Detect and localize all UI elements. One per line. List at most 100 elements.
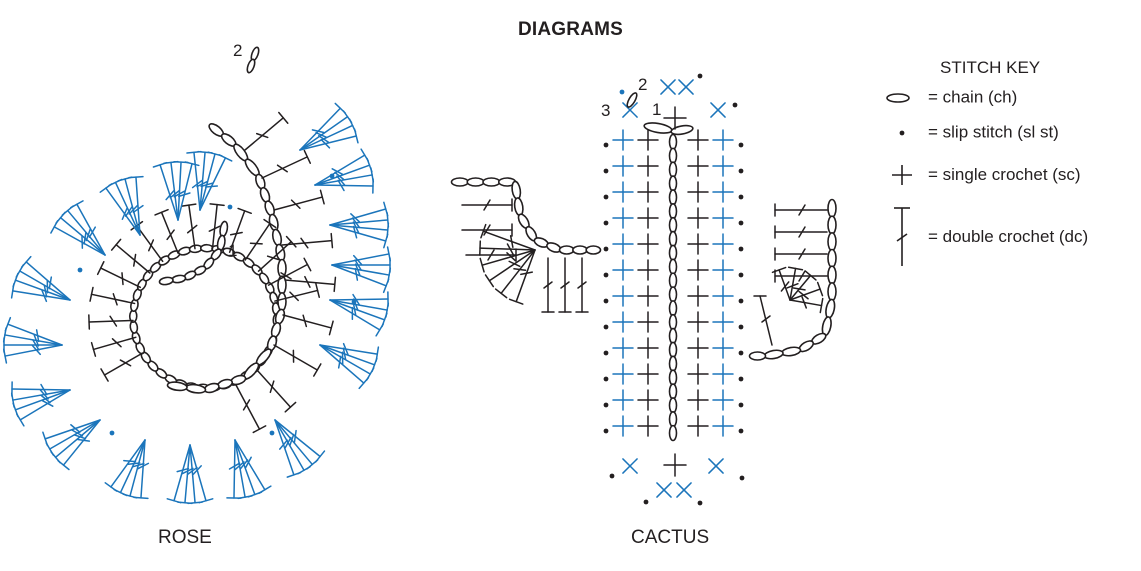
slip-stitch [77,267,83,273]
double-crochet [331,264,390,294]
double-crochet [256,369,297,413]
slip-stitch [619,89,625,95]
single-crochet [612,129,634,151]
dc-shell [42,419,101,471]
double-crochet [2,327,63,347]
slip-stitch [738,272,744,278]
double-crochet [771,266,791,301]
cactus-row-label-3: 3 [601,101,610,120]
double-crochet [480,223,536,251]
double-crochet [329,224,389,249]
rose-caption: ROSE [158,527,212,548]
chain-stitch [668,133,678,151]
double-crochet [273,344,322,377]
key-label-single-crochet: = single crochet (sc) [928,165,1081,184]
slip-stitch [738,402,744,408]
double-crochet [189,444,214,504]
chain-stitch [511,180,522,200]
single-crochet-icon [892,165,912,185]
dc-shell [10,255,71,303]
chain-stitch [668,424,678,442]
single-crochet [710,102,726,118]
slip-stitch [227,204,233,210]
chain-stitch [827,198,837,218]
double-crochet [284,275,337,293]
chain-stitch [668,203,678,220]
chain-stitch [219,220,229,238]
chain-stitch [466,177,485,187]
page-title: DIAGRAMS [517,19,624,40]
single-crochet [622,458,638,474]
chain-stitch [513,197,524,217]
double-crochet [70,200,106,256]
slip-stitch [351,299,357,305]
slip-stitch [329,173,335,179]
double-crochet [281,232,334,249]
slip-stitch [739,475,745,481]
single-crochet [637,337,659,359]
single-crochet [612,259,634,281]
single-crochet [687,129,709,151]
slip-stitch [603,194,609,200]
slip-stitch [738,376,744,382]
double-crochet [128,175,144,236]
double-crochet [257,235,297,272]
double-crochet [45,419,101,456]
single-crochet [637,207,659,229]
slip-stitch [738,168,744,174]
chain-stitch [668,313,678,331]
double-crochet [282,314,334,336]
single-crochet [637,155,659,177]
chain-stitch [572,245,588,255]
single-crochet [612,311,634,333]
double-crochet [575,257,589,313]
slip-stitch [738,428,744,434]
chain-stitch [668,410,678,428]
double-crochet [186,150,203,211]
double-crochet [494,249,536,299]
chain-stitch [827,232,837,252]
slip-stitch [738,220,744,226]
slip-stitch [738,194,744,200]
chain-stitch [166,381,188,392]
rose-diagram [2,46,392,505]
chain-stitch [258,272,270,285]
single-crochet [637,363,659,385]
slip-stitch [609,473,615,479]
double-crochet [267,257,312,286]
double-crochet [163,160,181,221]
double-crochet [299,128,359,151]
chain-stitch [203,382,220,394]
double-crochet [479,240,536,256]
slip-stitch [603,220,609,226]
double-crochet [261,149,312,179]
cactus-caption: CACTUS [631,527,710,548]
key-label-double-crochet: = double crochet (dc) [928,227,1089,246]
double-crochet [244,218,277,261]
slip-stitch [603,428,609,434]
dc-shell [2,316,63,364]
cactus-diagram [450,73,837,506]
dc-shell [226,439,272,500]
key-row-single-crochet: = single crochet (sc) [884,163,1081,187]
slip-stitch [603,402,609,408]
slip-stitch [603,168,609,174]
slip-stitch [603,324,609,330]
single-crochet [637,233,659,255]
double-crochet [199,154,233,211]
single-crochet [687,311,709,333]
single-crochet [712,363,734,385]
double-crochet [89,286,136,306]
chain-stitch [668,189,678,206]
double-crochet [2,344,63,364]
single-crochet [612,415,634,437]
single-crochet [712,129,734,151]
chain-stitch [450,177,470,187]
double-crochet [558,257,572,313]
slip-stitch [109,430,115,436]
double-crochet [484,249,536,288]
double-crochet [90,336,137,357]
double-crochet [274,282,320,302]
double-crochet [484,249,536,288]
dc-shell [329,201,390,249]
